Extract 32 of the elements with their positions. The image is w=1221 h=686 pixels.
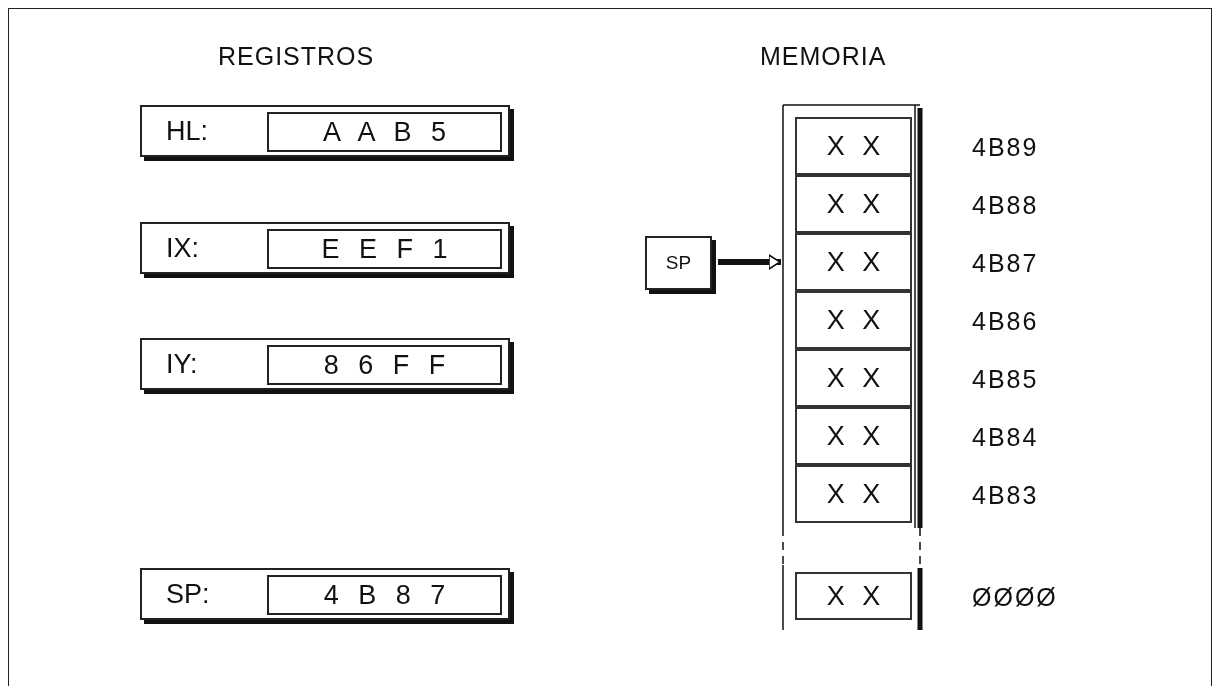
cell-value: X X	[826, 188, 881, 220]
register-value: A A B 5	[322, 116, 447, 148]
cell-value: X X	[826, 246, 881, 278]
register-value: 8 6 F F	[323, 349, 446, 381]
section-heading: REGISTROS	[218, 42, 375, 71]
pointer-label: SP	[665, 252, 692, 274]
value-box	[267, 229, 502, 269]
memory-address: 4B85	[972, 365, 1039, 394]
memory-address: 4B87	[972, 249, 1039, 278]
register-name: IX:	[166, 233, 199, 264]
cell-value: X X	[826, 478, 881, 510]
memory-address: 4B88	[972, 191, 1039, 220]
register-name: IY:	[166, 349, 198, 380]
register-name: HL:	[166, 116, 209, 147]
cell-value: X X	[826, 130, 881, 162]
memory-address: 4B83	[972, 481, 1039, 510]
register-value: E E F 1	[321, 233, 448, 265]
arrow	[718, 254, 781, 270]
memory-address: 4B89	[972, 133, 1039, 162]
cell-value: X X	[826, 362, 881, 394]
cell-value: X X	[826, 304, 881, 336]
value-box	[267, 575, 502, 615]
cell-value: X X	[826, 580, 881, 612]
cell-value: X X	[826, 420, 881, 452]
memory-heading: MEMORIA	[760, 42, 887, 71]
value-box	[267, 345, 502, 385]
value-box	[267, 112, 502, 152]
register-name: SP:	[166, 579, 210, 610]
register-value: 4 B 8 7	[323, 579, 446, 611]
memory-address: 4B84	[972, 423, 1039, 452]
memory-address: ØØØØ	[972, 583, 1058, 612]
memory-address: 4B86	[972, 307, 1039, 336]
